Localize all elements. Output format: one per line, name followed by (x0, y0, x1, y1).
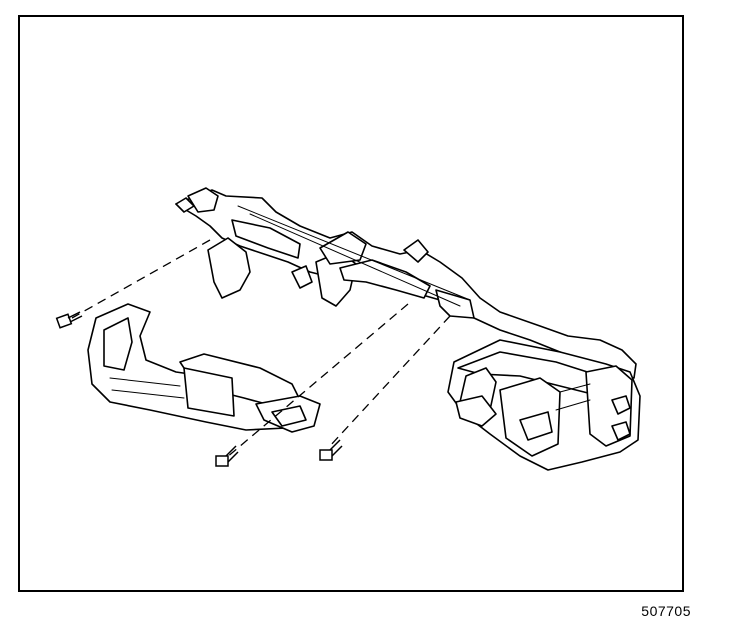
instrument-panel-carrier (175, 187, 637, 379)
figure-id-label: 507705 (641, 603, 691, 619)
installation-lines (71, 239, 451, 459)
air-distribution-duct (87, 303, 321, 433)
bolt (319, 439, 343, 461)
bolt (215, 445, 239, 467)
bolt (55, 311, 83, 329)
illustration-frame (18, 15, 684, 592)
hvac-module (447, 339, 641, 471)
